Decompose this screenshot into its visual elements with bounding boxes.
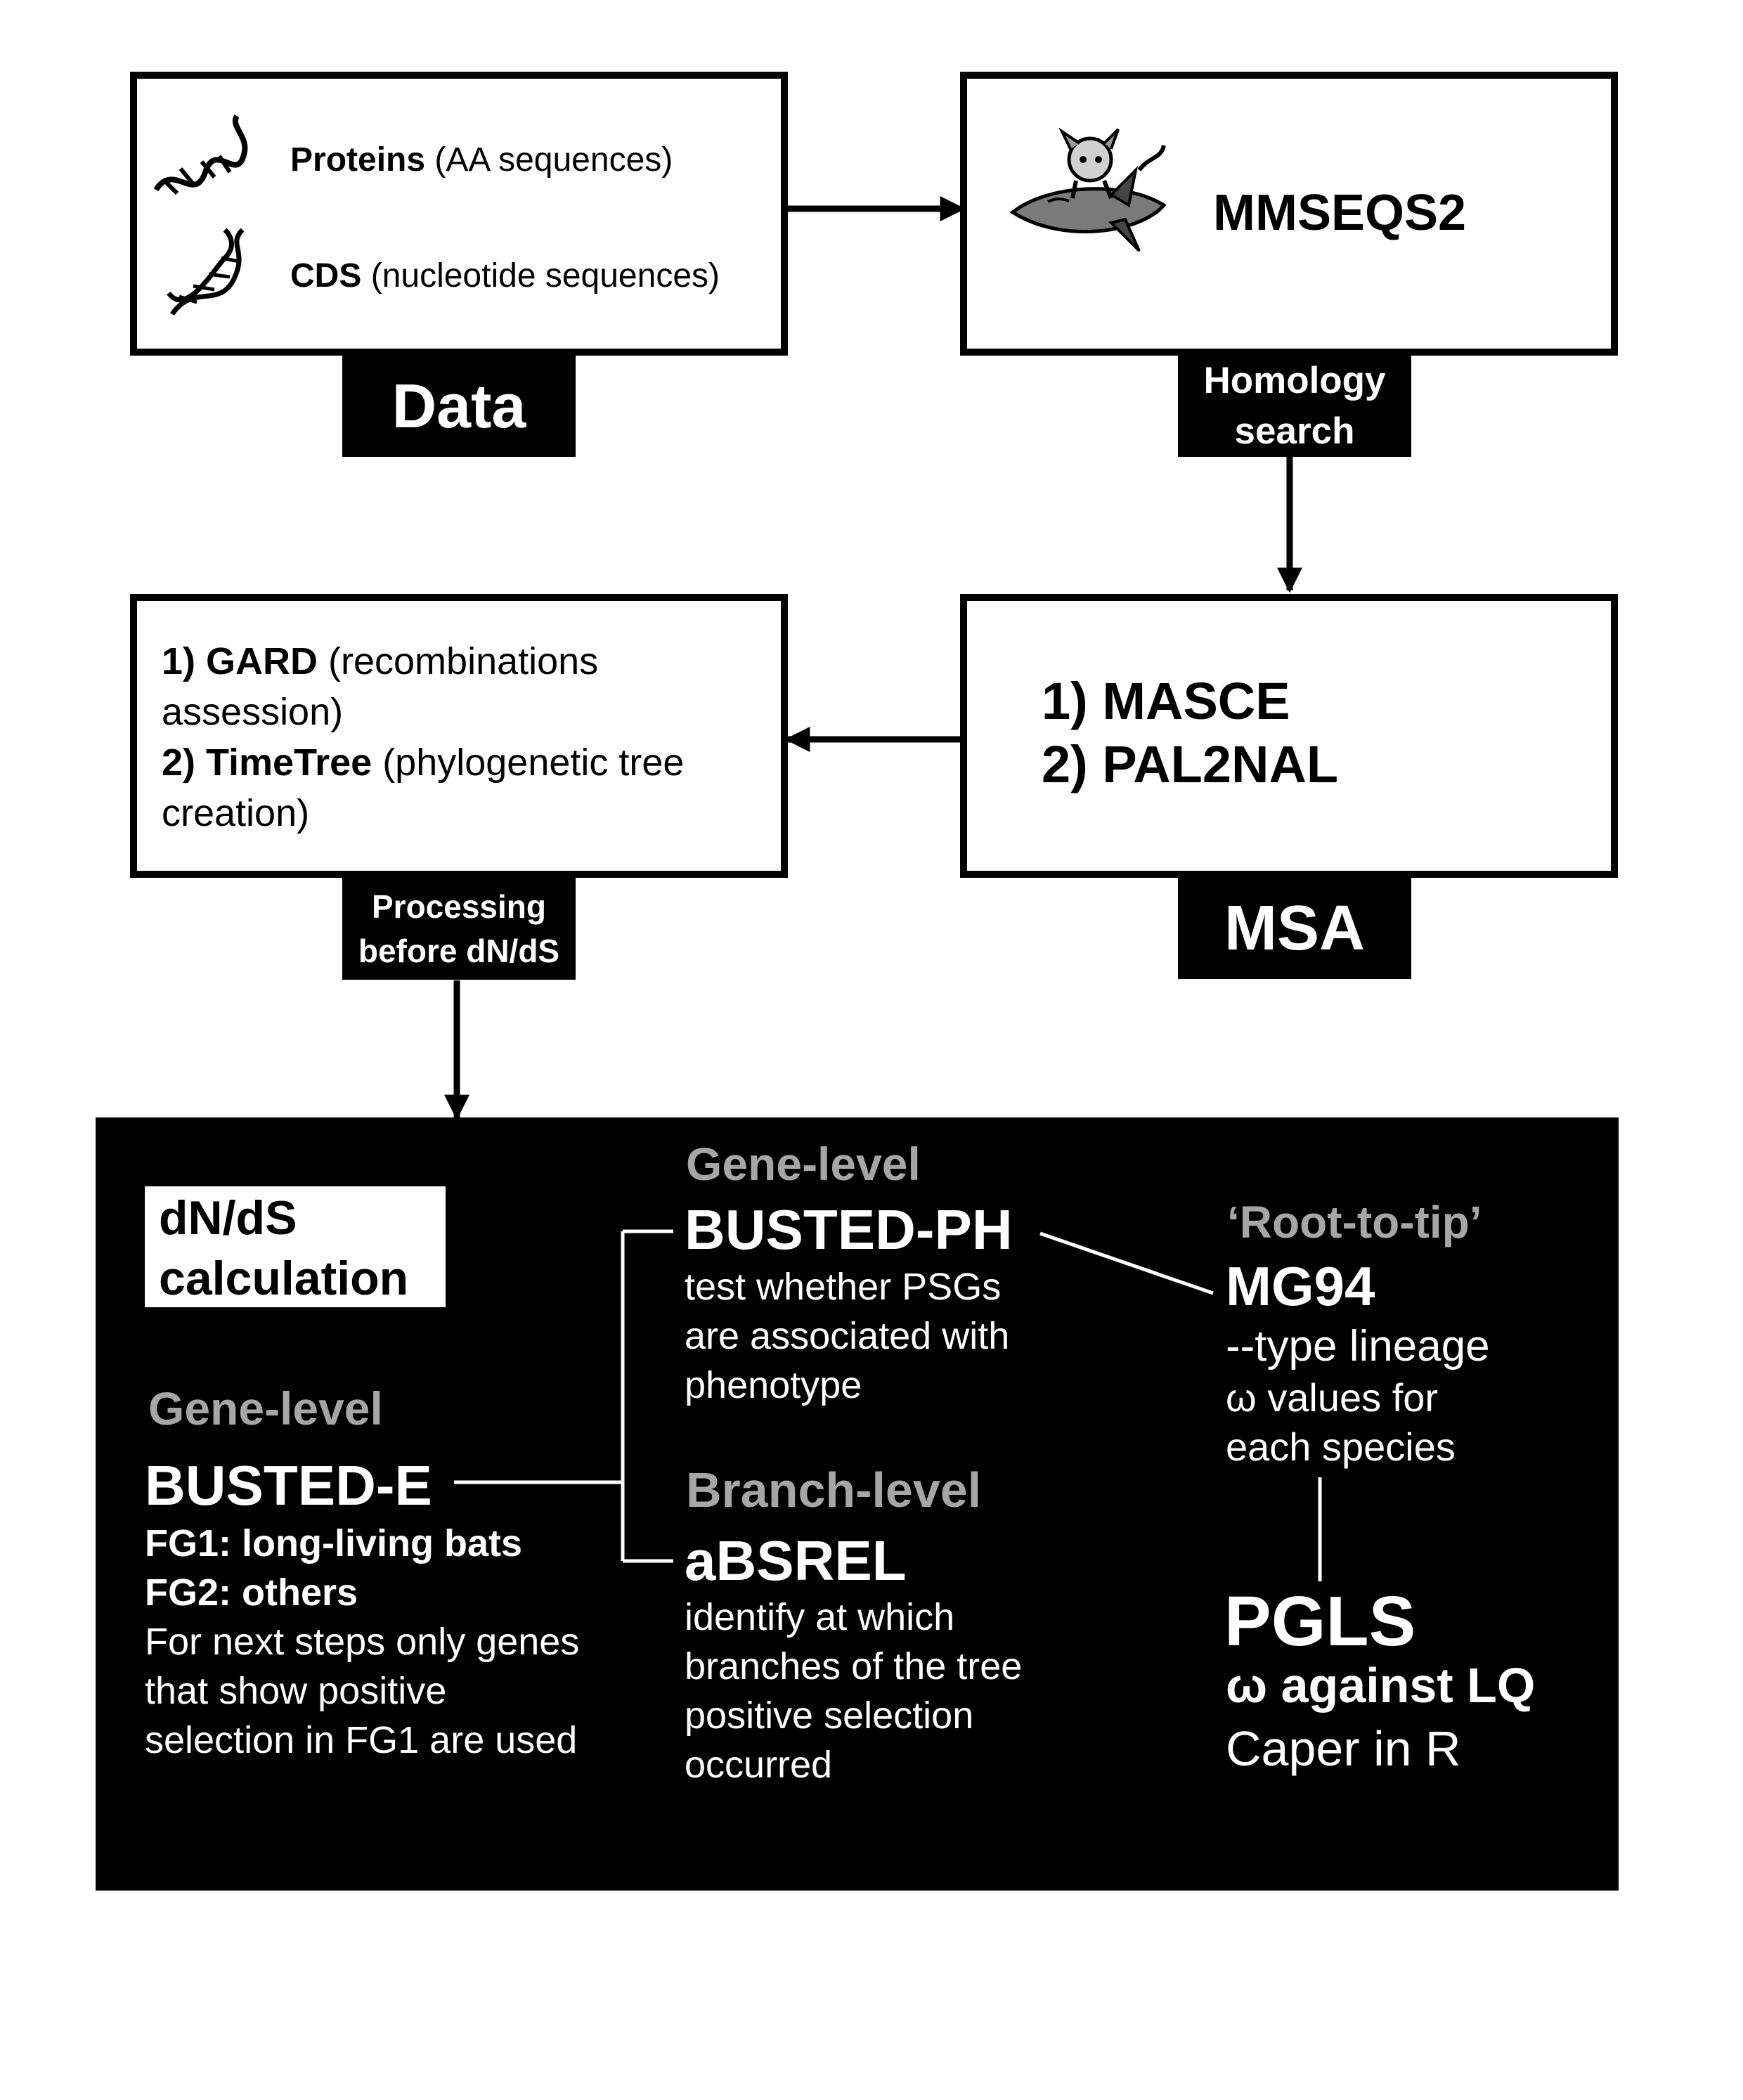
mmseqs-title: MMSEQS2 (1213, 185, 1467, 241)
homology-search-label: Homology search (1178, 356, 1411, 457)
gard-desc-cont: assession) (162, 691, 344, 733)
busted-e-desc-3: selection in FG1 are used (145, 1719, 578, 1761)
cds-label: CDS (290, 257, 362, 294)
processing-box: 1) GARD (recombinations assession) 2) Ti… (130, 594, 788, 878)
dnds-title-line1: dN/dS (159, 1191, 297, 1245)
mg94-desc-2: ω values for (1226, 1375, 1439, 1420)
msa-stage-label: MSA (1178, 878, 1411, 979)
processing-label-line1: Processing (372, 888, 546, 926)
protein-helix-icon (153, 114, 248, 195)
absrel-desc-4: occurred (685, 1744, 833, 1786)
gard-desc: (recombinations (328, 640, 599, 682)
timetree-desc: (phylogenetic tree (382, 741, 685, 784)
proteins-label: Proteins (290, 141, 426, 179)
dnds-panel: dN/dS calculation Gene-level BUSTED-E FG… (96, 1117, 1619, 1891)
dnds-title-box: dN/dS calculation (145, 1186, 446, 1307)
busted-ph-desc-1: test whether PSGs (685, 1266, 1002, 1308)
pgls-sub: ω against LQ (1226, 1658, 1536, 1713)
busted-ph-desc-2: are associated with (685, 1315, 1010, 1357)
homology-search-line1: Homology (1203, 360, 1386, 402)
absrel-desc-2: branches of the tree (685, 1645, 1023, 1687)
absrel-desc-1: identify at which (685, 1596, 955, 1638)
busted-e-name: BUSTED-E (145, 1454, 432, 1517)
busted-e-desc-2: that show positive (145, 1670, 447, 1712)
mg94-desc-3: each species (1226, 1425, 1456, 1469)
mg94-level: ‘Root-to-tip’ (1227, 1197, 1482, 1247)
busted-e-level: Gene-level (148, 1382, 383, 1434)
data-box: Proteins (AA sequences) CDS (nucleotide … (130, 72, 788, 356)
mg94-name: MG94 (1226, 1255, 1375, 1317)
busted-e-fg1: FG1: long-living bats (145, 1522, 522, 1564)
msa-step-2: 2) PAL2NAL (1042, 735, 1339, 793)
data-stage-label: Data (342, 356, 576, 457)
mmseqs-box: MMSEQS2 (960, 72, 1618, 356)
homology-search-line2: search (1234, 410, 1355, 452)
busted-e-fg2: FG2: others (145, 1571, 358, 1614)
absrel-level: Branch-level (686, 1463, 982, 1517)
gard-label: 1) GARD (162, 640, 318, 682)
dna-double-helix-icon (167, 228, 245, 316)
dnds-title-line2: calculation (159, 1252, 409, 1305)
absrel-name: aBSREL (685, 1529, 907, 1592)
msa-box: 1) MASCE 2) PAL2NAL (960, 594, 1618, 878)
proteins-desc: (AA sequences) (434, 141, 673, 179)
pgls-desc: Caper in R (1226, 1721, 1461, 1776)
timetree-label: 2) TimeTree (162, 741, 372, 784)
dnds-connector-lines (454, 1229, 1322, 1581)
busted-ph-level: Gene-level (686, 1138, 921, 1190)
cds-desc: (nucleotide sequences) (370, 257, 720, 294)
timetree-desc-cont: creation) (162, 792, 310, 834)
busted-e-desc-1: For next steps only genes (145, 1621, 580, 1663)
msa-step-1: 1) MASCE (1042, 672, 1290, 730)
mg94-desc-1: --type lineage (1226, 1322, 1490, 1370)
processing-stage-label: Processing before dN/dS (342, 878, 576, 980)
rocket-mascot-icon (1009, 128, 1167, 252)
busted-ph-name: BUSTED-PH (685, 1198, 1013, 1261)
absrel-desc-3: positive selection (685, 1694, 974, 1737)
pgls-name: PGLS (1224, 1582, 1416, 1661)
busted-ph-desc-3: phenotype (685, 1364, 862, 1406)
processing-label-line2: before dN/dS (358, 932, 560, 969)
